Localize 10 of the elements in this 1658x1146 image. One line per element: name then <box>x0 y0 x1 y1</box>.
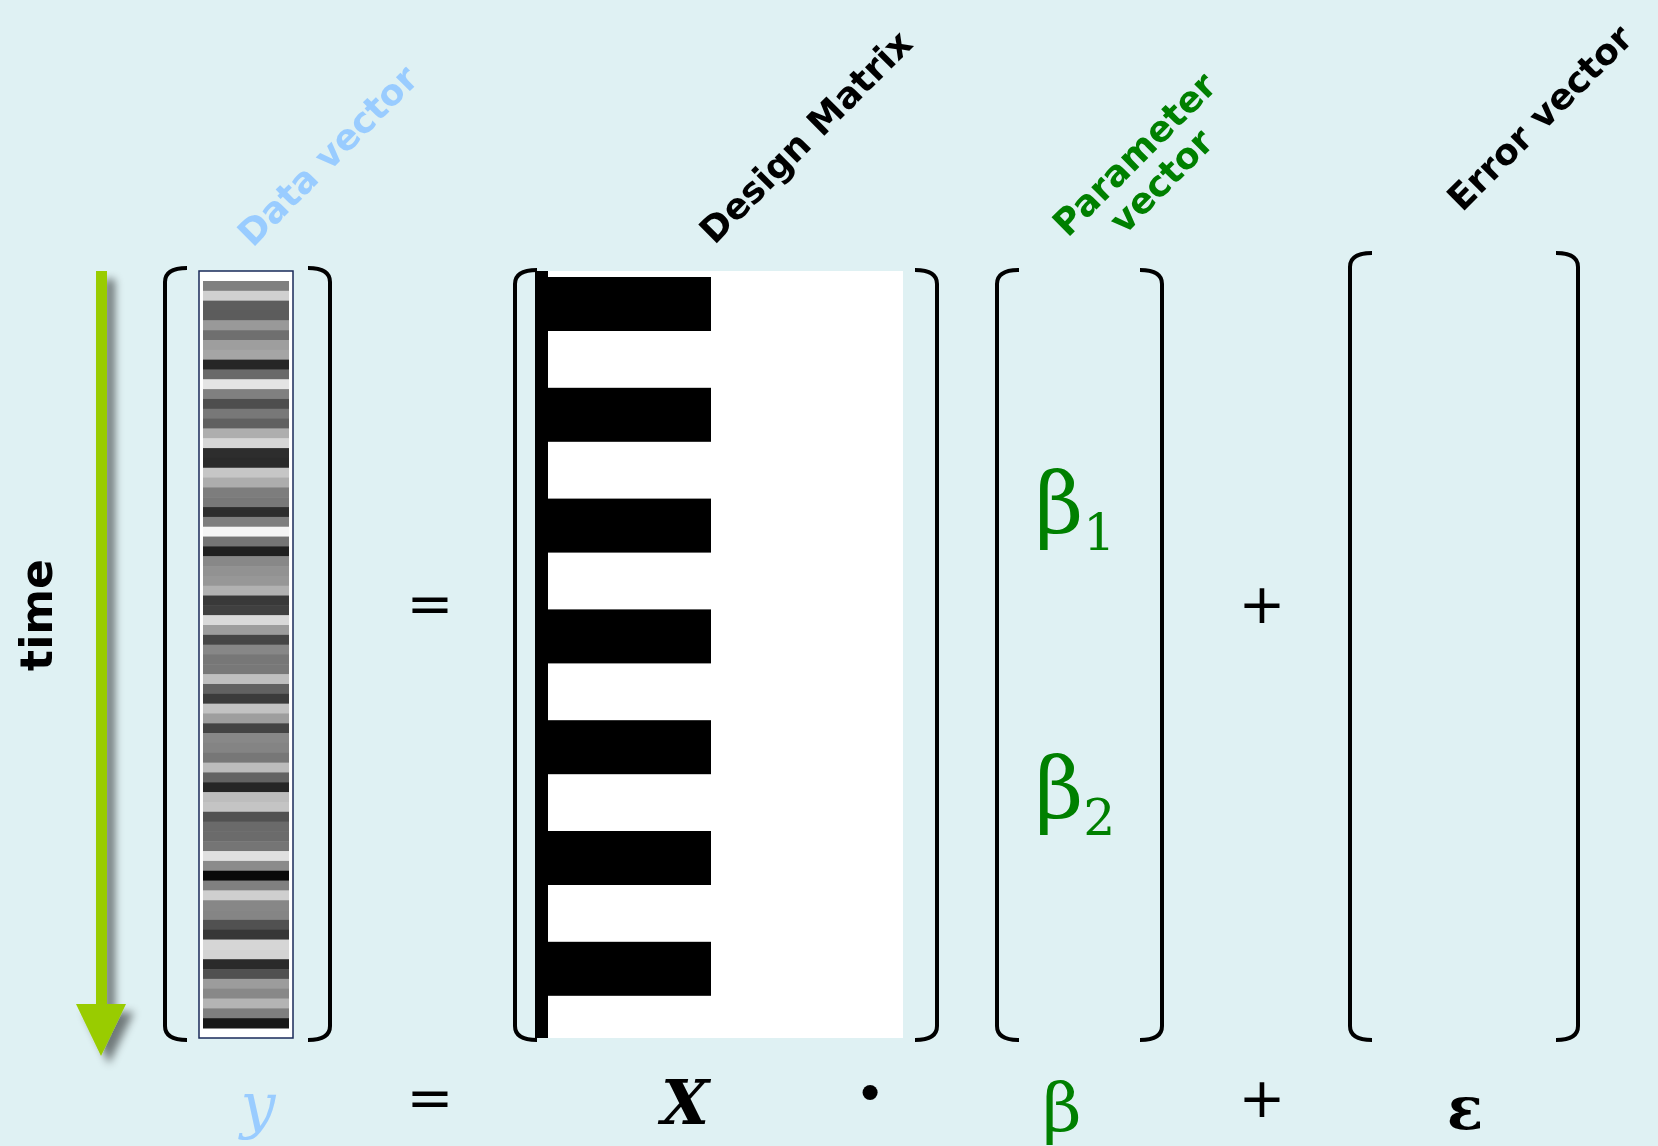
parameter-symbol: β$_{2}$ <box>1034 746 1116 844</box>
equals-sign: = <box>406 576 454 632</box>
plus-sign: + <box>1238 576 1286 632</box>
equals-sign: = <box>406 1070 454 1126</box>
math-symbol: X <box>660 1072 710 1134</box>
plus-sign: + <box>1238 1070 1286 1126</box>
axis-label: time <box>15 559 59 671</box>
dot-operator: • <box>854 1068 886 1120</box>
parameter-symbol: β$_{1}$ <box>1034 461 1116 559</box>
math-symbol: ε <box>1446 1078 1484 1138</box>
